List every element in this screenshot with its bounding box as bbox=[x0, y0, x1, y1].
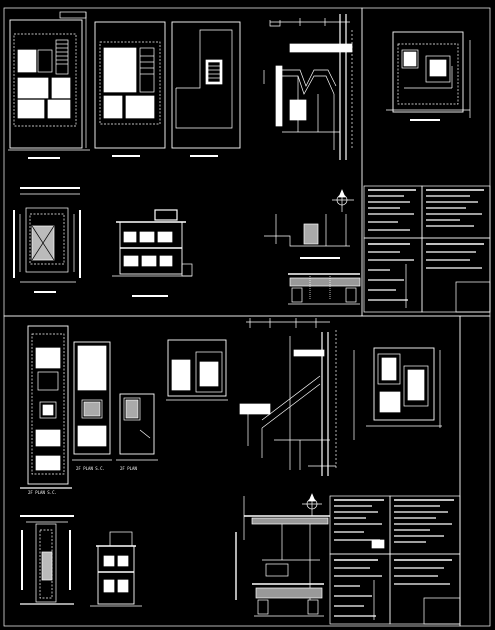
plan-caption-3: 2F PLAN bbox=[120, 466, 137, 471]
site-plan-top bbox=[13, 187, 81, 293]
compass-north-arrow-bottom bbox=[302, 493, 322, 516]
stair-section-top bbox=[263, 14, 353, 160]
slab-section-detail-bottom bbox=[252, 583, 324, 617]
floor-plan-1 bbox=[8, 11, 90, 159]
front-elevation-bottom bbox=[90, 531, 142, 607]
front-elevation-top bbox=[112, 209, 193, 297]
site-plan-bottom bbox=[20, 515, 74, 605]
foundation-plan-top bbox=[386, 31, 471, 121]
sheet-top-border bbox=[3, 7, 491, 317]
narrow-floor-plan-2 bbox=[72, 341, 112, 461]
sheet-bottom-border bbox=[3, 315, 491, 627]
column-footing-detail-bottom bbox=[235, 496, 330, 600]
title-block-top bbox=[363, 185, 491, 313]
slab-section-detail-top bbox=[288, 273, 361, 305]
wall-footing-detail-top bbox=[264, 214, 350, 259]
narrow-floor-plan-1 bbox=[20, 325, 72, 489]
stair-section-bottom bbox=[239, 318, 355, 476]
plan-caption-1: 2F PLAN S.C. bbox=[28, 490, 57, 495]
title-block-bottom bbox=[329, 495, 461, 625]
foundation-plan-bottom bbox=[366, 347, 442, 428]
plan-caption-2: 2F PLAN S.C. bbox=[76, 466, 105, 471]
narrow-floor-plan-3 bbox=[116, 393, 158, 461]
floor-plan-3 bbox=[171, 21, 241, 157]
partial-plan-bottom bbox=[166, 339, 228, 401]
compass-north-arrow-top bbox=[332, 189, 354, 212]
floor-plan-2 bbox=[94, 21, 166, 157]
